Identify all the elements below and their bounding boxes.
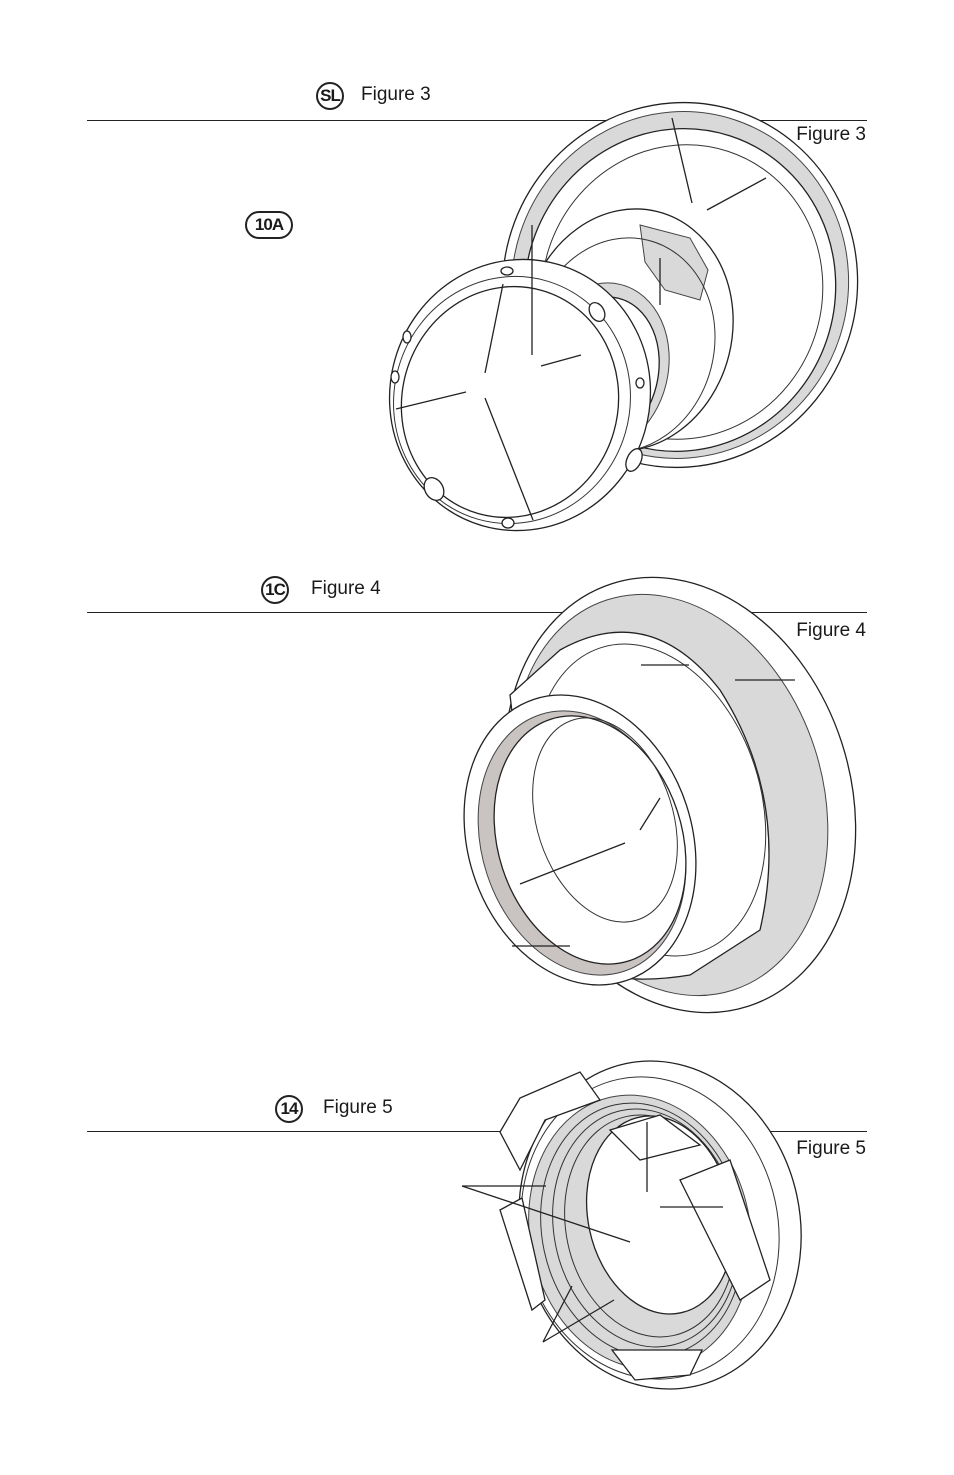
- figure-5-drawing: [461, 1060, 802, 1390]
- figure-3-heading: Figure 3: [361, 84, 431, 105]
- badge-14: 14: [275, 1095, 303, 1123]
- figure-4-heading: Figure 4: [311, 578, 381, 599]
- figure-3-drawing: [388, 101, 859, 532]
- figure-3-caption: Figure 3: [796, 124, 866, 145]
- badge-1c: 1C: [261, 576, 289, 604]
- figure-5-rule: [87, 1131, 867, 1132]
- figure-5-heading: Figure 5: [323, 1097, 393, 1118]
- figure-3-rule: [87, 120, 867, 121]
- figure-4-caption: Figure 4: [796, 620, 866, 641]
- badge-10a: 10A: [245, 211, 293, 239]
- figure-5-caption: Figure 5: [796, 1138, 866, 1159]
- figure-4-drawing: [463, 576, 857, 1014]
- figure-4-rule: [87, 612, 867, 613]
- badge-sl: SL: [316, 82, 344, 110]
